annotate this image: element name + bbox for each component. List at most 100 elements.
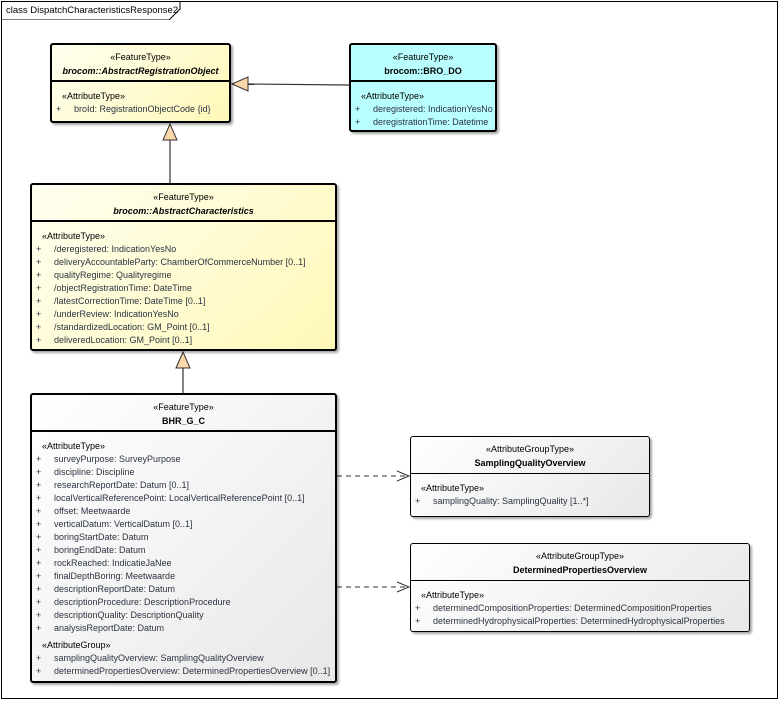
attribute-row: + surveyPurpose: SurveyPurpose: [32, 453, 335, 466]
attribute-row: +/objectRegistrationTime: DateTime: [32, 282, 335, 295]
class-attributes: «AttributeType»+ broId: RegistrationObjec…: [52, 82, 229, 116]
attribute-row: + samplingQualityOverview: SamplingQualit…: [32, 652, 335, 665]
attribute-text: /objectRegistrationTime: DateTime: [54, 283, 192, 293]
visibility-marker: +: [36, 309, 42, 319]
attribute-text: analysisReportDate: Datum: [54, 623, 165, 633]
attribute-row: + deregistered: IndicationYesNo: [351, 103, 495, 116]
class-header: «FeatureType»brocom::AbstractCharacteris…: [32, 185, 335, 222]
dependency-bhr-to-sqo[interactable]: [337, 470, 411, 482]
attribute-row: +determinedPropertiesOverview: Determine…: [32, 665, 335, 678]
visibility-marker: +: [36, 296, 42, 306]
class-name: DeterminedPropertiesOverview: [512, 565, 648, 575]
class-abstract-registration-object[interactable]: «FeatureType»brocom::AbstractRegistratio…: [50, 43, 231, 123]
attribute-text: finalDepthBoring: Meetwaarde: [54, 571, 176, 581]
visibility-marker: +: [36, 519, 42, 529]
class-stereotype: «AttributeGroupType»: [535, 551, 625, 561]
generalization-bhr-to-ac[interactable]: [175, 350, 191, 393]
class-header: «AttributeGroupType» DeterminedProperties…: [411, 544, 749, 581]
visibility-marker: +: [36, 610, 42, 620]
visibility-marker: +: [355, 117, 361, 127]
class-name: brocom::BRO_DO: [384, 66, 462, 76]
attribute-row: + broId: RegistrationObjectCode {id}: [52, 103, 229, 116]
dependency-bhr-to-dpo[interactable]: [337, 581, 411, 593]
class-name: brocom::AbstractRegistrationObject: [62, 66, 219, 76]
attribute-row: +rockReached: IndicatieJaNee: [32, 557, 335, 570]
generalization-ac-to-aro[interactable]: [162, 122, 178, 183]
class-bro-do[interactable]: «FeatureType»brocom::BRO_DO«AttributeTyp…: [349, 43, 497, 132]
attribute-row: + /latestCorrectionTime: DateTime [0..1]: [32, 295, 335, 308]
attribute-row: +qualityRegime: Qualityregime: [32, 269, 335, 282]
attribute-row: + researchReportDate: Datum [0..1]: [32, 479, 335, 492]
attribute-row: +/underReview: IndicationYesNo: [32, 308, 335, 321]
attribute-row: +verticalDatum: VerticalDatum [0..1]: [32, 518, 335, 531]
visibility-marker: +: [415, 616, 421, 626]
attribute-text: determinedCompositionProperties: Determi…: [433, 603, 712, 613]
class-sampling-quality-overview[interactable]: «AttributeGroupType»SamplingQualityOverv…: [410, 436, 650, 517]
class-header: «FeatureType»brocom::AbstractRegistratio…: [52, 45, 229, 82]
visibility-marker: +: [355, 104, 361, 114]
class-stereotype: «FeatureType»: [153, 402, 214, 412]
visibility-marker: +: [36, 653, 42, 663]
attribute-text: determinedHydrophysicalProperties: Deter…: [433, 616, 725, 626]
attribute-row: +localVerticalReferencePoint: LocalVerti…: [32, 492, 335, 505]
visibility-marker: +: [36, 480, 42, 490]
visibility-marker: +: [36, 666, 42, 676]
attribute-text: deliveryAccountableParty: ChamberOfComme…: [54, 257, 306, 267]
visibility-marker: +: [36, 506, 42, 516]
class-stereotype: «FeatureType»: [153, 192, 214, 202]
attribute-row: + /standardizedLocation: GM_Point [0..1]: [32, 321, 335, 334]
section-stereotype: «AttributeType»: [361, 91, 425, 101]
attribute-text: descriptionQuality: DescriptionQuality: [54, 610, 204, 620]
class-attributes: «AttributeType»+determinedCompositionPro…: [411, 581, 749, 628]
attribute-text: /standardizedLocation: GM_Point [0..1]: [54, 322, 210, 332]
visibility-marker: +: [36, 454, 42, 464]
attribute-text: boringEndDate: Datum: [54, 545, 146, 555]
class-bhr-g-c[interactable]: «FeatureType»BHR_G_C«AttributeType»+surv…: [30, 393, 337, 683]
class-name: BHR_G_C: [161, 416, 205, 426]
attribute-row: + determinedHydrophysicalProperties: Dete…: [411, 615, 749, 628]
visibility-marker: +: [36, 584, 42, 594]
class-attributes: «AttributeType»+deregistered: Indication…: [351, 82, 495, 129]
class-name: SamplingQualityOverview: [474, 458, 586, 468]
attribute-row: + deliveredLocation: GM_Point [0..1]: [32, 334, 335, 347]
attribute-text: broId: RegistrationObjectCode {id}: [74, 104, 211, 114]
diagram-title: class DispatchCharacteristicsResponse2: [6, 5, 179, 16]
visibility-marker: +: [36, 558, 42, 568]
section-stereotype: «AttributeType»: [62, 91, 126, 101]
attribute-text: deregistered: IndicationYesNo: [373, 104, 493, 114]
attribute-row: +deregistrationTime: Datetime: [351, 116, 495, 129]
attribute-text: surveyPurpose: SurveyPurpose: [54, 454, 181, 464]
class-stereotype: «FeatureType»: [392, 52, 454, 62]
class-attributes: «AttributeType»+surveyPurpose: SurveyPur…: [32, 432, 335, 678]
class-abstract-characteristics[interactable]: «FeatureType»brocom::AbstractCharacteris…: [30, 183, 337, 351]
class-attributes: «AttributeType»+/deregistered: Indicatio…: [32, 222, 335, 347]
visibility-marker: +: [415, 603, 421, 613]
visibility-marker: +: [36, 623, 42, 633]
visibility-marker: +: [415, 496, 421, 506]
visibility-marker: +: [36, 532, 42, 542]
visibility-marker: +: [36, 335, 42, 345]
class-determined-properties-overview[interactable]: «AttributeGroupType» DeterminedProperties…: [410, 543, 750, 632]
attribute-row: +descriptionProcedure: DescriptionProced…: [32, 596, 335, 609]
attribute-text: /latestCorrectionTime: DateTime [0..1]: [54, 296, 206, 306]
visibility-marker: +: [56, 104, 62, 114]
attribute-text: discipline: Discipline: [54, 467, 135, 477]
attribute-row: +finalDepthBoring: Meetwaarde: [32, 570, 335, 583]
attribute-row: +discipline: Discipline: [32, 466, 335, 479]
section-stereotype: «AttributeType»: [42, 441, 106, 451]
attribute-text: researchReportDate: Datum [0..1]: [54, 480, 190, 490]
attribute-text: samplingQualityOverview: SamplingQuality…: [54, 653, 264, 663]
attribute-text: deliveredLocation: GM_Point [0..1]: [54, 335, 193, 345]
class-attributes: «AttributeType»+samplingQuality: Samplin…: [411, 474, 649, 508]
class-stereotype: «FeatureType»: [110, 52, 171, 62]
attribute-row: + descriptionQuality: DescriptionQuality: [32, 609, 335, 622]
visibility-marker: +: [36, 322, 42, 332]
attribute-row: +deliveryAccountableParty: ChamberOfComm…: [32, 256, 335, 269]
generalization-brodo-to-aro[interactable]: [230, 76, 350, 92]
class-name: brocom::AbstractCharacteristics: [113, 206, 254, 216]
attribute-row: +descriptionReportDate: Datum: [32, 583, 335, 596]
attribute-text: descriptionProcedure: DescriptionProcedu…: [54, 597, 231, 607]
visibility-marker: +: [36, 545, 42, 555]
attribute-row: + boringEndDate: Datum: [32, 544, 335, 557]
